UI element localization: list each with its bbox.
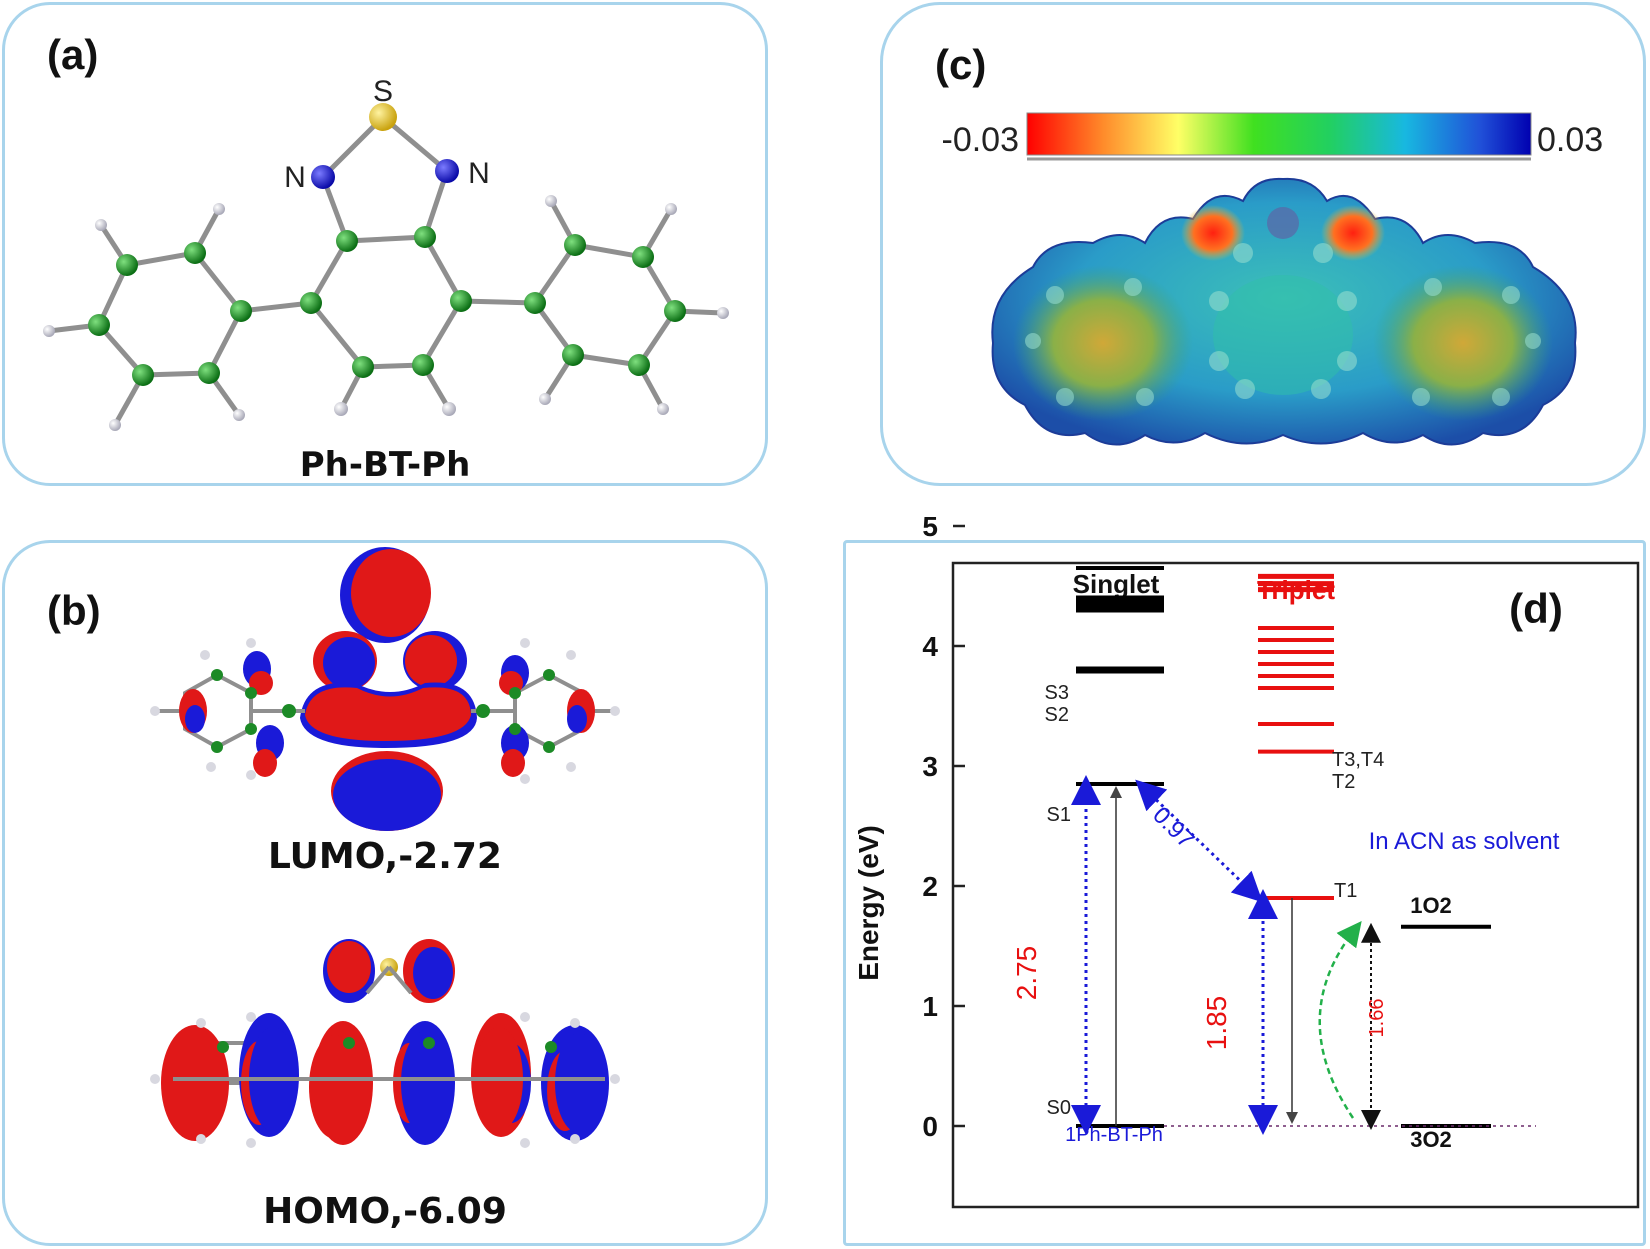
level-label-t1: T1	[1334, 880, 1357, 902]
bond	[96, 263, 130, 327]
hydrogen-atom	[665, 203, 677, 215]
nitrogen-atom	[311, 165, 335, 189]
bond	[574, 242, 644, 260]
y-axis-label: Energy (eV)	[853, 825, 884, 981]
bond	[309, 301, 365, 369]
hydrogen-atom	[109, 419, 121, 431]
carbon-atom	[132, 364, 154, 386]
bond	[572, 352, 640, 368]
sulfur-atom	[369, 103, 397, 131]
scale-min-label: -0.03	[942, 121, 1020, 159]
carbon-atom	[564, 234, 586, 256]
molecule-name: Ph-BT-Ph	[299, 445, 471, 485]
hydrogen-atom	[539, 393, 551, 405]
bond	[240, 300, 312, 314]
y-tick-label: 0	[922, 1111, 938, 1142]
panel-label-b: (b)	[47, 587, 101, 634]
bond	[126, 250, 196, 268]
y-tick-label: 4	[922, 631, 938, 662]
level-label-s3: S3	[1045, 682, 1069, 704]
bond	[460, 298, 536, 306]
bond	[422, 235, 464, 303]
level-label-s2: S2	[1045, 704, 1069, 726]
hydrogen-atom	[213, 203, 225, 215]
bond	[97, 323, 145, 377]
level-label-s0: S0	[1047, 1097, 1071, 1119]
bond	[321, 115, 385, 179]
homo-orbital	[150, 939, 620, 1148]
lumo-caption: LUMO,-2.72	[268, 836, 502, 877]
carbon-atom	[632, 246, 654, 268]
bond	[142, 370, 210, 378]
molecule-ground-label: 1Ph-BT-Ph	[1065, 1124, 1163, 1146]
carbon-atom	[414, 226, 436, 248]
carbon-atom	[450, 290, 472, 312]
nitrogen-atom	[435, 159, 459, 183]
energy-transfer-arrow	[1318, 920, 1362, 1119]
level-label-t34: T3,T4	[1332, 749, 1384, 771]
hydrogen-atom	[43, 325, 55, 337]
bond	[193, 251, 243, 313]
lumo-orbital	[150, 547, 620, 831]
panel-label-c: (c)	[935, 41, 987, 88]
bond	[206, 309, 244, 375]
carbon-atom	[184, 242, 206, 264]
molecule-ball-stick-svg: S N N	[43, 75, 729, 431]
carbon-atom	[198, 362, 220, 384]
orbital-isosurface-svg: LUMO,-2.72 HOMO,-6.09	[150, 547, 620, 1232]
hydrogen-atom	[442, 402, 456, 416]
hydrogen-atom	[717, 307, 729, 319]
carbon-atom	[300, 292, 322, 314]
carbon-atom	[116, 254, 138, 276]
transition-label-s0-s1: 2.75	[1011, 946, 1042, 1001]
y-tick-label: 3	[922, 751, 938, 782]
hydrogen-atom	[233, 409, 245, 421]
hydrogen-atom	[95, 219, 107, 231]
carbon-atom	[88, 314, 110, 336]
bond	[308, 239, 350, 305]
panel-b-frontier-orbitals: (b)	[2, 540, 768, 1246]
esp-map-svg: -0.03 0.03	[942, 112, 1603, 446]
hydrogen-atom	[545, 195, 557, 207]
hydrogen-atom	[657, 403, 669, 415]
y-tick-label: 1	[922, 991, 938, 1022]
panel-a-molecule-structure: (a) S N N Ph-BT-Ph	[2, 2, 768, 486]
panel-label-a: (a)	[47, 31, 99, 78]
y-tick-label: 5	[922, 511, 938, 542]
atom-label-n-left: N	[284, 161, 306, 194]
esp-surface	[991, 177, 1577, 446]
y-tick-label: 2	[922, 871, 938, 902]
color-scale-bar	[1026, 112, 1532, 156]
solvent-annotation: In ACN as solvent	[1369, 828, 1560, 855]
level-label-o2-singlet: 1O2	[1410, 893, 1452, 918]
panel-label-d: (d)	[1509, 585, 1563, 632]
level-label-s1: S1	[1047, 804, 1071, 826]
carbon-atom	[664, 300, 686, 322]
bond	[420, 299, 464, 367]
bond	[346, 234, 426, 244]
atom-label-n-right: N	[468, 157, 490, 190]
transition-label-o2: 1.66	[1366, 999, 1388, 1038]
carbon-atom	[336, 230, 358, 252]
carbon-atom	[562, 344, 584, 366]
homo-caption: HOMO,-6.09	[263, 1191, 507, 1232]
carbon-atom	[412, 354, 434, 376]
carbon-atom	[352, 356, 374, 378]
transition-label-s1-t1: 0.97	[1147, 802, 1199, 854]
level-label-o2-triplet: 3O2	[1410, 1127, 1452, 1152]
level-label-t2: T2	[1332, 771, 1355, 793]
transition-label-s0-t1: 1.85	[1201, 996, 1232, 1051]
carbon-atom	[628, 354, 650, 376]
bond	[532, 243, 578, 305]
singlet-column-title: Singlet	[1073, 569, 1160, 599]
carbon-atom	[524, 292, 546, 314]
y-axis: 0 1 2 3 4 5	[922, 511, 965, 1142]
carbon-atom	[230, 300, 252, 322]
scale-max-label: 0.03	[1537, 121, 1603, 159]
atom-label-s: S	[373, 75, 393, 108]
panel-c-electrostatic-potential: (c) -0.03 0.03	[880, 2, 1646, 486]
hydrogen-atom	[334, 402, 348, 416]
